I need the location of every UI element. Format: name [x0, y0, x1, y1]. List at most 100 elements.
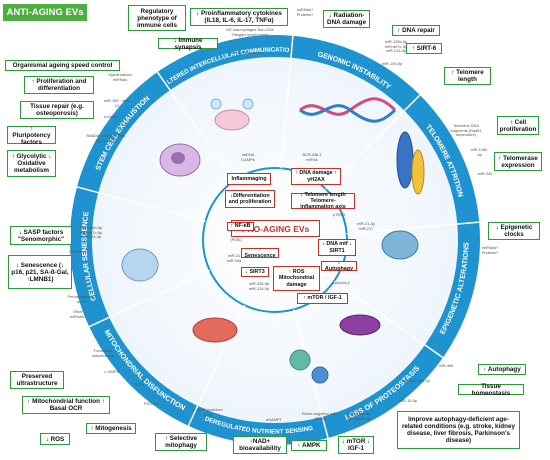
m2-macrophages-label: M2 macrophages Non-CD4 Tfregger lymphocy… — [226, 27, 274, 37]
gstm2-label: GSTM2 — [69, 249, 83, 254]
protein-aggregate-icon — [339, 314, 381, 336]
chromosome-icon — [396, 131, 414, 189]
preserved-box: Preserved ultrastructure — [10, 371, 64, 389]
mir-15-label: miR-15-5p — [398, 398, 418, 403]
proliferation-box: ↑ Proliferation and differentiation — [24, 76, 94, 94]
mtor-igf-box: ↓ mTOR ↓ IGF-1 — [338, 436, 374, 454]
telomere-length-box: ↑ Telomere length — [444, 67, 491, 85]
sector-divider — [88, 269, 211, 328]
senescence-pro-box: ↑ Senescence — [241, 247, 279, 259]
sector-divider — [280, 35, 294, 169]
glycolytic-box: ↑ Glycolytic ↓ Oxidative metabolism — [7, 150, 56, 177]
sirt3-box: ↓ SIRT3 — [241, 267, 269, 277]
dna-damage-box: ↑ DNA damage ↑ γH2AX — [291, 168, 341, 185]
mir-125b-label: miR-125b-5p miR-let7c-5p miR-214-3p — [384, 39, 408, 54]
sirt6-box: ↑ SIRT-6 — [406, 43, 442, 54]
molecule-icon — [311, 366, 329, 384]
dna-repair-box: ↑ DNA repair — [392, 25, 440, 36]
2ohp-label: 2-OHP (enriched EVs) — [193, 407, 223, 417]
regulatory-box: Regulatory phenotype of immune cells — [128, 5, 186, 31]
mir-31-label: miR-31 miR-34a — [226, 253, 242, 263]
mirnas-proteins-2-label: miRNAs? Proteins? — [481, 245, 499, 255]
mtdna-label: mtDNA DAMPs — [241, 152, 255, 162]
mir-335-label: miR-335-5p miR-124-5p — [248, 281, 270, 291]
peroxiredoxins-label: Peroxiredoxins 1 and 2 — [67, 294, 97, 304]
mito-function-box: ↑ Mitochondrial function ↑ Basal OCR — [22, 396, 110, 414]
dna-mtf-box: ↓ DNA mtf ↓ SIRT1 — [318, 239, 356, 256]
rictor-label: Rictor-targeting miR-199-3p — [302, 411, 338, 421]
mir-146-label: miR-126b-5p miR-let7c-5p miR-214-3p — [79, 225, 103, 240]
mir-195-label: miR-195 · miR-21 — [103, 98, 131, 108]
hallmark-illustrations — [121, 97, 425, 384]
pluripotency-box: ↑ Pluripotency factors — [7, 125, 56, 146]
diff-prolif-box: ↓Differentiation and proliferation — [225, 190, 275, 208]
telomere-icon — [411, 149, 425, 195]
mir-126-label: miR-126b-5p miR-450b-5p — [347, 411, 371, 421]
mir-105-label: miR-105-5p — [381, 61, 403, 66]
c404pu-label: c-404PU — [104, 369, 120, 374]
senescence-box: ↓ Senescence (↓ p16, p21, SA-ß-Gal, ↑LMN… — [8, 255, 72, 289]
ros-box: ↓ ROS — [40, 433, 70, 445]
amyloid-label: Amyloid-β — [332, 280, 350, 285]
mhc-label: ↓ MHC-II expression — [228, 50, 264, 55]
autophagy-box: ↑ Autophagy — [478, 364, 526, 375]
ampk-box: ↑ AMPK — [291, 440, 327, 451]
mirnas-proteins-label: miRNAs? Proteins? — [296, 7, 314, 17]
radiation-box: ↓ Radiation-DNA damage — [323, 10, 370, 28]
bcr-abl-label: BCR-ABL1 mRNA — [302, 152, 322, 162]
senescent-cell-icon — [121, 248, 159, 282]
organismal-box: Organismal ageing speed control — [5, 60, 120, 71]
sector-divider — [333, 280, 444, 359]
sector-divider — [346, 221, 480, 235]
molecule-icon — [289, 349, 311, 371]
inflammaging-box: Inflammaging — [227, 173, 271, 185]
vesicle-icon — [242, 98, 254, 110]
nad-box: ↑NAD+ bioavailability — [233, 436, 287, 454]
immune-synapsis-box: ↓ Immune synapsis — [158, 37, 218, 51]
anti-aging-title: ANTI-AGING EVs — [3, 4, 87, 21]
other-mirnas-label: Other miRNAs? — [69, 309, 87, 319]
selective-mitophagy-box: ↑ Selective mitophagy — [155, 433, 207, 451]
sector-dividers — [76, 35, 480, 439]
tissue-homeostasis-box: Tissue homeostasis — [458, 383, 524, 397]
autophagy-pro-box: ↓ Autophagy — [321, 260, 357, 272]
mir-340-label: miR-340 — [477, 171, 493, 176]
hypothalamic-label: Hypothalamic miRNAs — [108, 72, 132, 82]
tfam-label: TFAM — [133, 382, 145, 387]
sasp-box: ↓ SASP factors "Senomorphic" — [10, 226, 72, 245]
mtor-pro-box: ↑ mTOR / IGF-1 — [297, 293, 348, 304]
sector-divider — [76, 186, 206, 223]
cell-proliferation-box: ↑ Cell proliferation — [497, 116, 539, 135]
mir-128b-label: miR-128b -5p — [470, 147, 488, 157]
mitogenesis-box: ↑ Mitogenesis — [86, 423, 136, 434]
vesicle-icon — [210, 98, 222, 110]
alpha-klotho-label: α-Klotho — [103, 114, 119, 119]
nfkb-box: ↑ NF-κB — [227, 222, 254, 231]
pten-label: pTEN3 — [332, 212, 346, 217]
pgc-label: PGC-1α — [143, 401, 159, 406]
telomerase-box: ↑ Telomerase expression — [494, 152, 542, 171]
tissue-repair-box: Tissue repair (e.g. osteoporosis) — [20, 101, 94, 119]
enampt-label: eNAMPT — [266, 417, 282, 422]
chromatin-icon — [381, 230, 419, 260]
mirna-191-label: miRNA-191-5p — [404, 378, 430, 383]
ros-pro-box: ↑ ROS Mitochondrial damage — [273, 266, 320, 291]
telomeric-dna-label: Telomeric DNA fragments (Rad51 dependent… — [450, 123, 482, 138]
mitochondrion-icon — [192, 317, 238, 343]
mir-21-label: miR-21-5p miR-217 — [356, 221, 376, 231]
mir-486-label: miR-486 — [438, 363, 454, 368]
cell-illustration — [214, 109, 250, 131]
sector-divider — [325, 94, 421, 190]
sector-divider — [156, 71, 235, 182]
sector-divider — [292, 309, 329, 439]
nucleus-icon — [171, 152, 185, 164]
telomere-axis-box: ↓ Telomere length Telomere-inflammation … — [291, 192, 355, 210]
smad-label: SMADs, α-Klotho, Wnt, MTT1-Lin1? — [85, 133, 127, 143]
improve-box: Improve autophagy-deficient age-related … — [397, 411, 520, 449]
functional-mito-label: Functional mitochondria — [91, 348, 115, 358]
epigenetic-clocks-box: ↓ Epigenetic clocks — [488, 222, 540, 240]
dna-helix-icon — [299, 104, 397, 123]
pi3k-label: (PI3K) — [230, 237, 242, 242]
